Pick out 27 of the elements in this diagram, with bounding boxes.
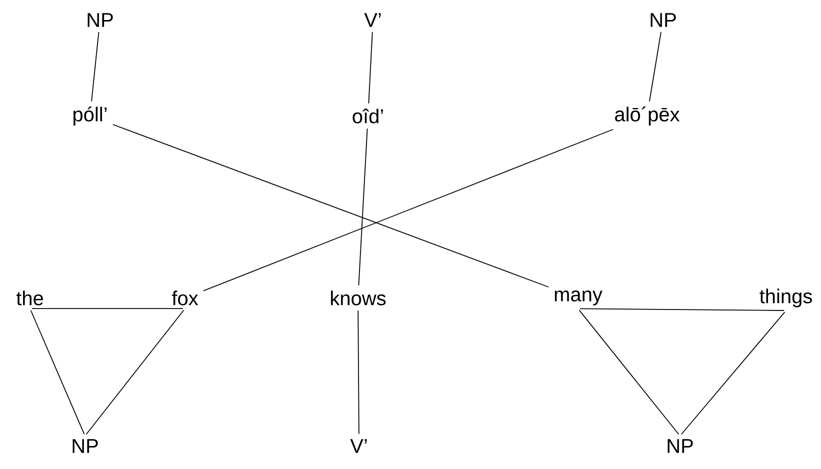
tree-branch [358, 310, 360, 434]
triangle-side [680, 312, 786, 435]
tree-label: oîd’ [352, 108, 383, 124]
tree-branch [202, 128, 614, 292]
tree-branch [368, 32, 373, 104]
tree-branch [649, 32, 662, 102]
triangle-side [578, 310, 680, 435]
triangle-side [86, 310, 184, 435]
tree-branch [91, 32, 100, 102]
tree-label: fox [172, 290, 198, 306]
tree-label: NP [650, 13, 676, 27]
tree-branch [112, 124, 549, 288]
tree-label: NP [88, 13, 113, 27]
tree-label: V’ [350, 439, 367, 453]
tree-label: many [554, 290, 602, 306]
tree-label: póll’ [74, 106, 107, 126]
tree-label: NP [668, 439, 693, 453]
triangle-side [32, 308, 184, 309]
tree-label: things [760, 288, 812, 308]
tree-label: knows [331, 290, 386, 306]
tree-branch [358, 128, 368, 286]
triangle-side [30, 310, 85, 435]
tree-label: NP [72, 439, 98, 453]
tree-label: the [16, 290, 43, 306]
triangle-side [580, 308, 784, 311]
tree-label: V’ [364, 13, 381, 27]
tree-label: alō´pēx [615, 106, 680, 126]
